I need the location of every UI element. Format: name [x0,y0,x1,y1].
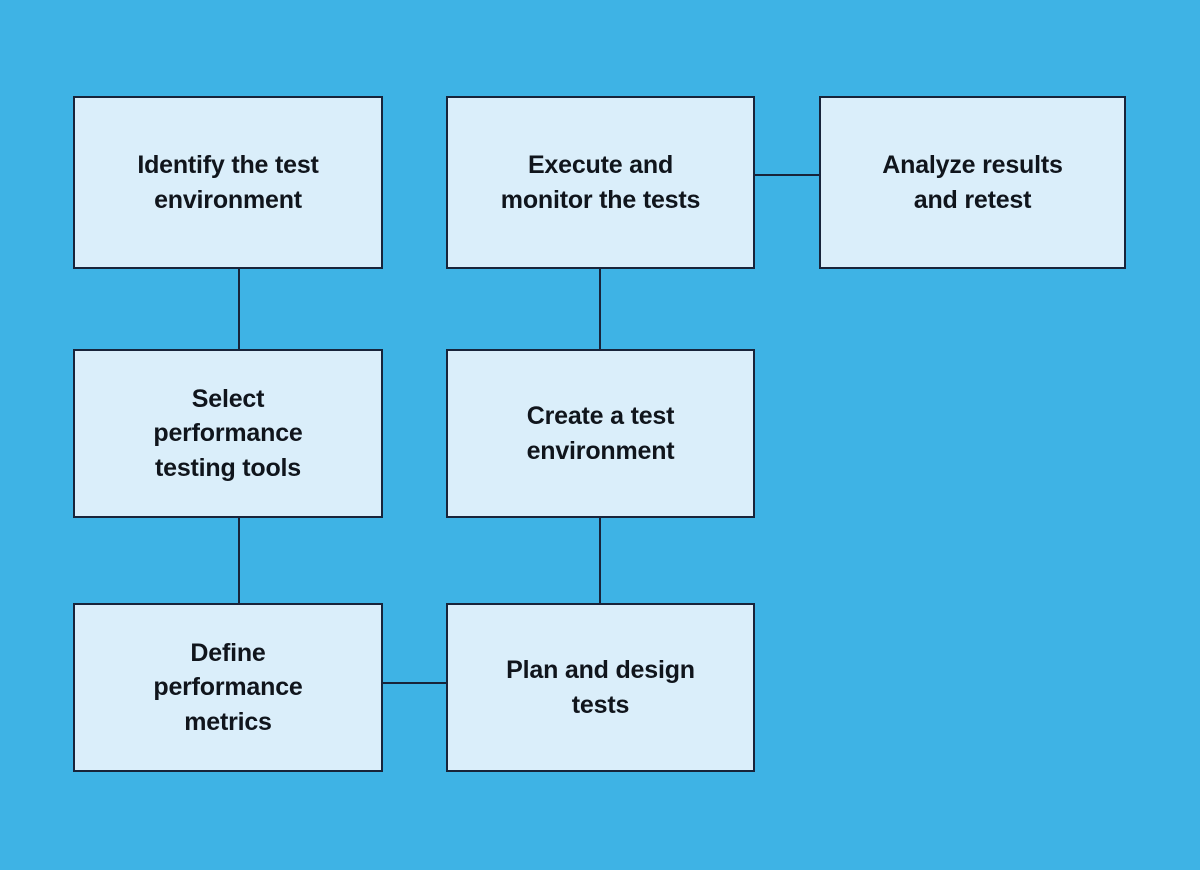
node-execute-and-monitor-the-tests[interactable]: Execute and monitor the tests [446,96,755,269]
node-label: Execute and monitor the tests [500,151,701,214]
node-define-performance-metrics[interactable]: Define performance metrics [73,603,383,772]
node-select-performance-testing-tools[interactable]: Select performance testing tools [73,349,383,518]
node-label: Plan and design tests [506,656,695,719]
node-label: Analyze results and retest [882,151,1063,214]
node-analyze-results-and-retest[interactable]: Analyze results and retest [819,96,1126,269]
node-plan-and-design-tests[interactable]: Plan and design tests [446,603,755,772]
node-create-a-test-environment[interactable]: Create a test environment [446,349,755,518]
node-label: Select performance testing tools [153,384,303,482]
node-label: Create a test environment [526,402,675,465]
node-label: Define performance metrics [153,638,303,736]
node-label: Identify the test environment [137,151,319,214]
node-identify-the-test-environment[interactable]: Identify the test environment [73,96,383,269]
